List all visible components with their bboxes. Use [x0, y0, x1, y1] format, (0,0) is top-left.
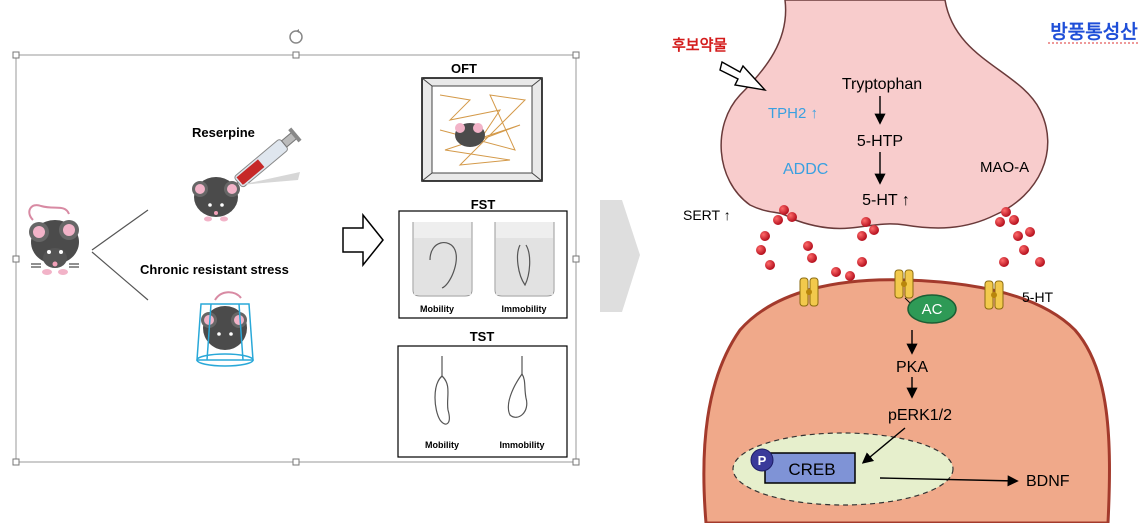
restrainer-mouse-icon [196, 291, 254, 367]
corner-title: 방풍통성산 [1050, 21, 1138, 43]
oft-box [421, 77, 543, 182]
tst-title: TST [470, 329, 495, 344]
branch-lines [91, 209, 149, 301]
vesicle [831, 267, 841, 277]
stress-label: Chronic resistant stress [140, 262, 289, 277]
oft-mouse-icon [455, 123, 485, 147]
vesicle [803, 241, 813, 251]
creb-box [764, 452, 856, 484]
vesicle [760, 231, 770, 241]
tph2-label: TPH2 ↑ [768, 105, 818, 122]
vesicle [1025, 227, 1035, 237]
arrow-creb-bdnf [879, 475, 1019, 487]
htp-label: 5-HTP [857, 133, 903, 150]
tryptophan-label: Tryptophan [842, 76, 922, 93]
left-panel: Reserpine Chronic resistant stress [12, 29, 580, 466]
ac-label: AC [922, 301, 943, 318]
vesicle [765, 260, 775, 270]
oft-trace [439, 94, 527, 166]
vesicle [995, 217, 1005, 227]
fst-beaker-left-icon [412, 222, 473, 297]
tst-immobility-caption: Immobility [499, 440, 544, 450]
perk-label: pERK1/2 [888, 407, 952, 424]
fst-immobility-caption: Immobility [501, 304, 546, 314]
vesicle [869, 225, 879, 235]
sert-label: SERT ↑ [683, 207, 731, 223]
tst-mouse-left-icon [434, 356, 450, 425]
ac-enzyme [907, 294, 957, 324]
ht-label: 5-HT ↑ [862, 192, 910, 209]
bdnf-label: BDNF [1026, 473, 1070, 490]
mouse-icon [28, 204, 79, 275]
right-panel: 방풍통성산 후보약물 Tryptophan TPH2 ↑ 5-HTP ADDC … [672, 0, 1140, 523]
arrow-perk-creb [861, 427, 906, 464]
vesicle [1019, 245, 1029, 255]
fst-box: Mobility Immobility [398, 210, 568, 319]
oft-title: OFT [451, 61, 477, 76]
rotate-handle-icon[interactable] [289, 29, 303, 44]
vesicle [999, 257, 1009, 267]
vesicle [1013, 231, 1023, 241]
vesicle [861, 217, 871, 227]
maoa-label: MAO-A [980, 159, 1029, 176]
selection-handles[interactable] [12, 51, 580, 466]
reserpine-mouse-icon [192, 177, 240, 222]
vesicle [756, 245, 766, 255]
phospho-label: P [758, 453, 767, 468]
outline-arrow-icon [342, 212, 384, 268]
vesicle [1009, 215, 1019, 225]
creb-label: CREB [788, 460, 835, 479]
candidate-arrow-icon [719, 60, 767, 92]
fst-title: FST [471, 197, 496, 212]
reserpine-label: Reserpine [192, 125, 255, 140]
transition-arrow-icon [600, 200, 640, 312]
candidate-label: 후보약물 [672, 36, 727, 54]
vesicle [773, 215, 783, 225]
vesicle [787, 212, 797, 222]
vesicle [845, 271, 855, 281]
tst-mobility-caption: Mobility [425, 440, 459, 450]
tst-mouse-right-icon [507, 356, 528, 418]
phospho-badge [750, 448, 774, 472]
receptor-label: 5-HT [1022, 289, 1054, 305]
fst-beaker-right-icon [494, 222, 555, 297]
vesicle [779, 205, 789, 215]
tst-box: Mobility Immobility [397, 345, 568, 458]
receptor-icon [894, 269, 914, 299]
vesicle [1035, 257, 1045, 267]
fst-mobility-caption: Mobility [420, 304, 454, 314]
receptor-icon [799, 277, 819, 307]
vesicle [1001, 207, 1011, 217]
pka-label: PKA [896, 359, 928, 376]
vesicle [857, 231, 867, 241]
receptor-icon [984, 280, 1004, 310]
vesicle [857, 257, 867, 267]
addc-label: ADDC [783, 161, 828, 178]
serotonin-vesicles [756, 205, 1045, 281]
vesicle [807, 253, 817, 263]
